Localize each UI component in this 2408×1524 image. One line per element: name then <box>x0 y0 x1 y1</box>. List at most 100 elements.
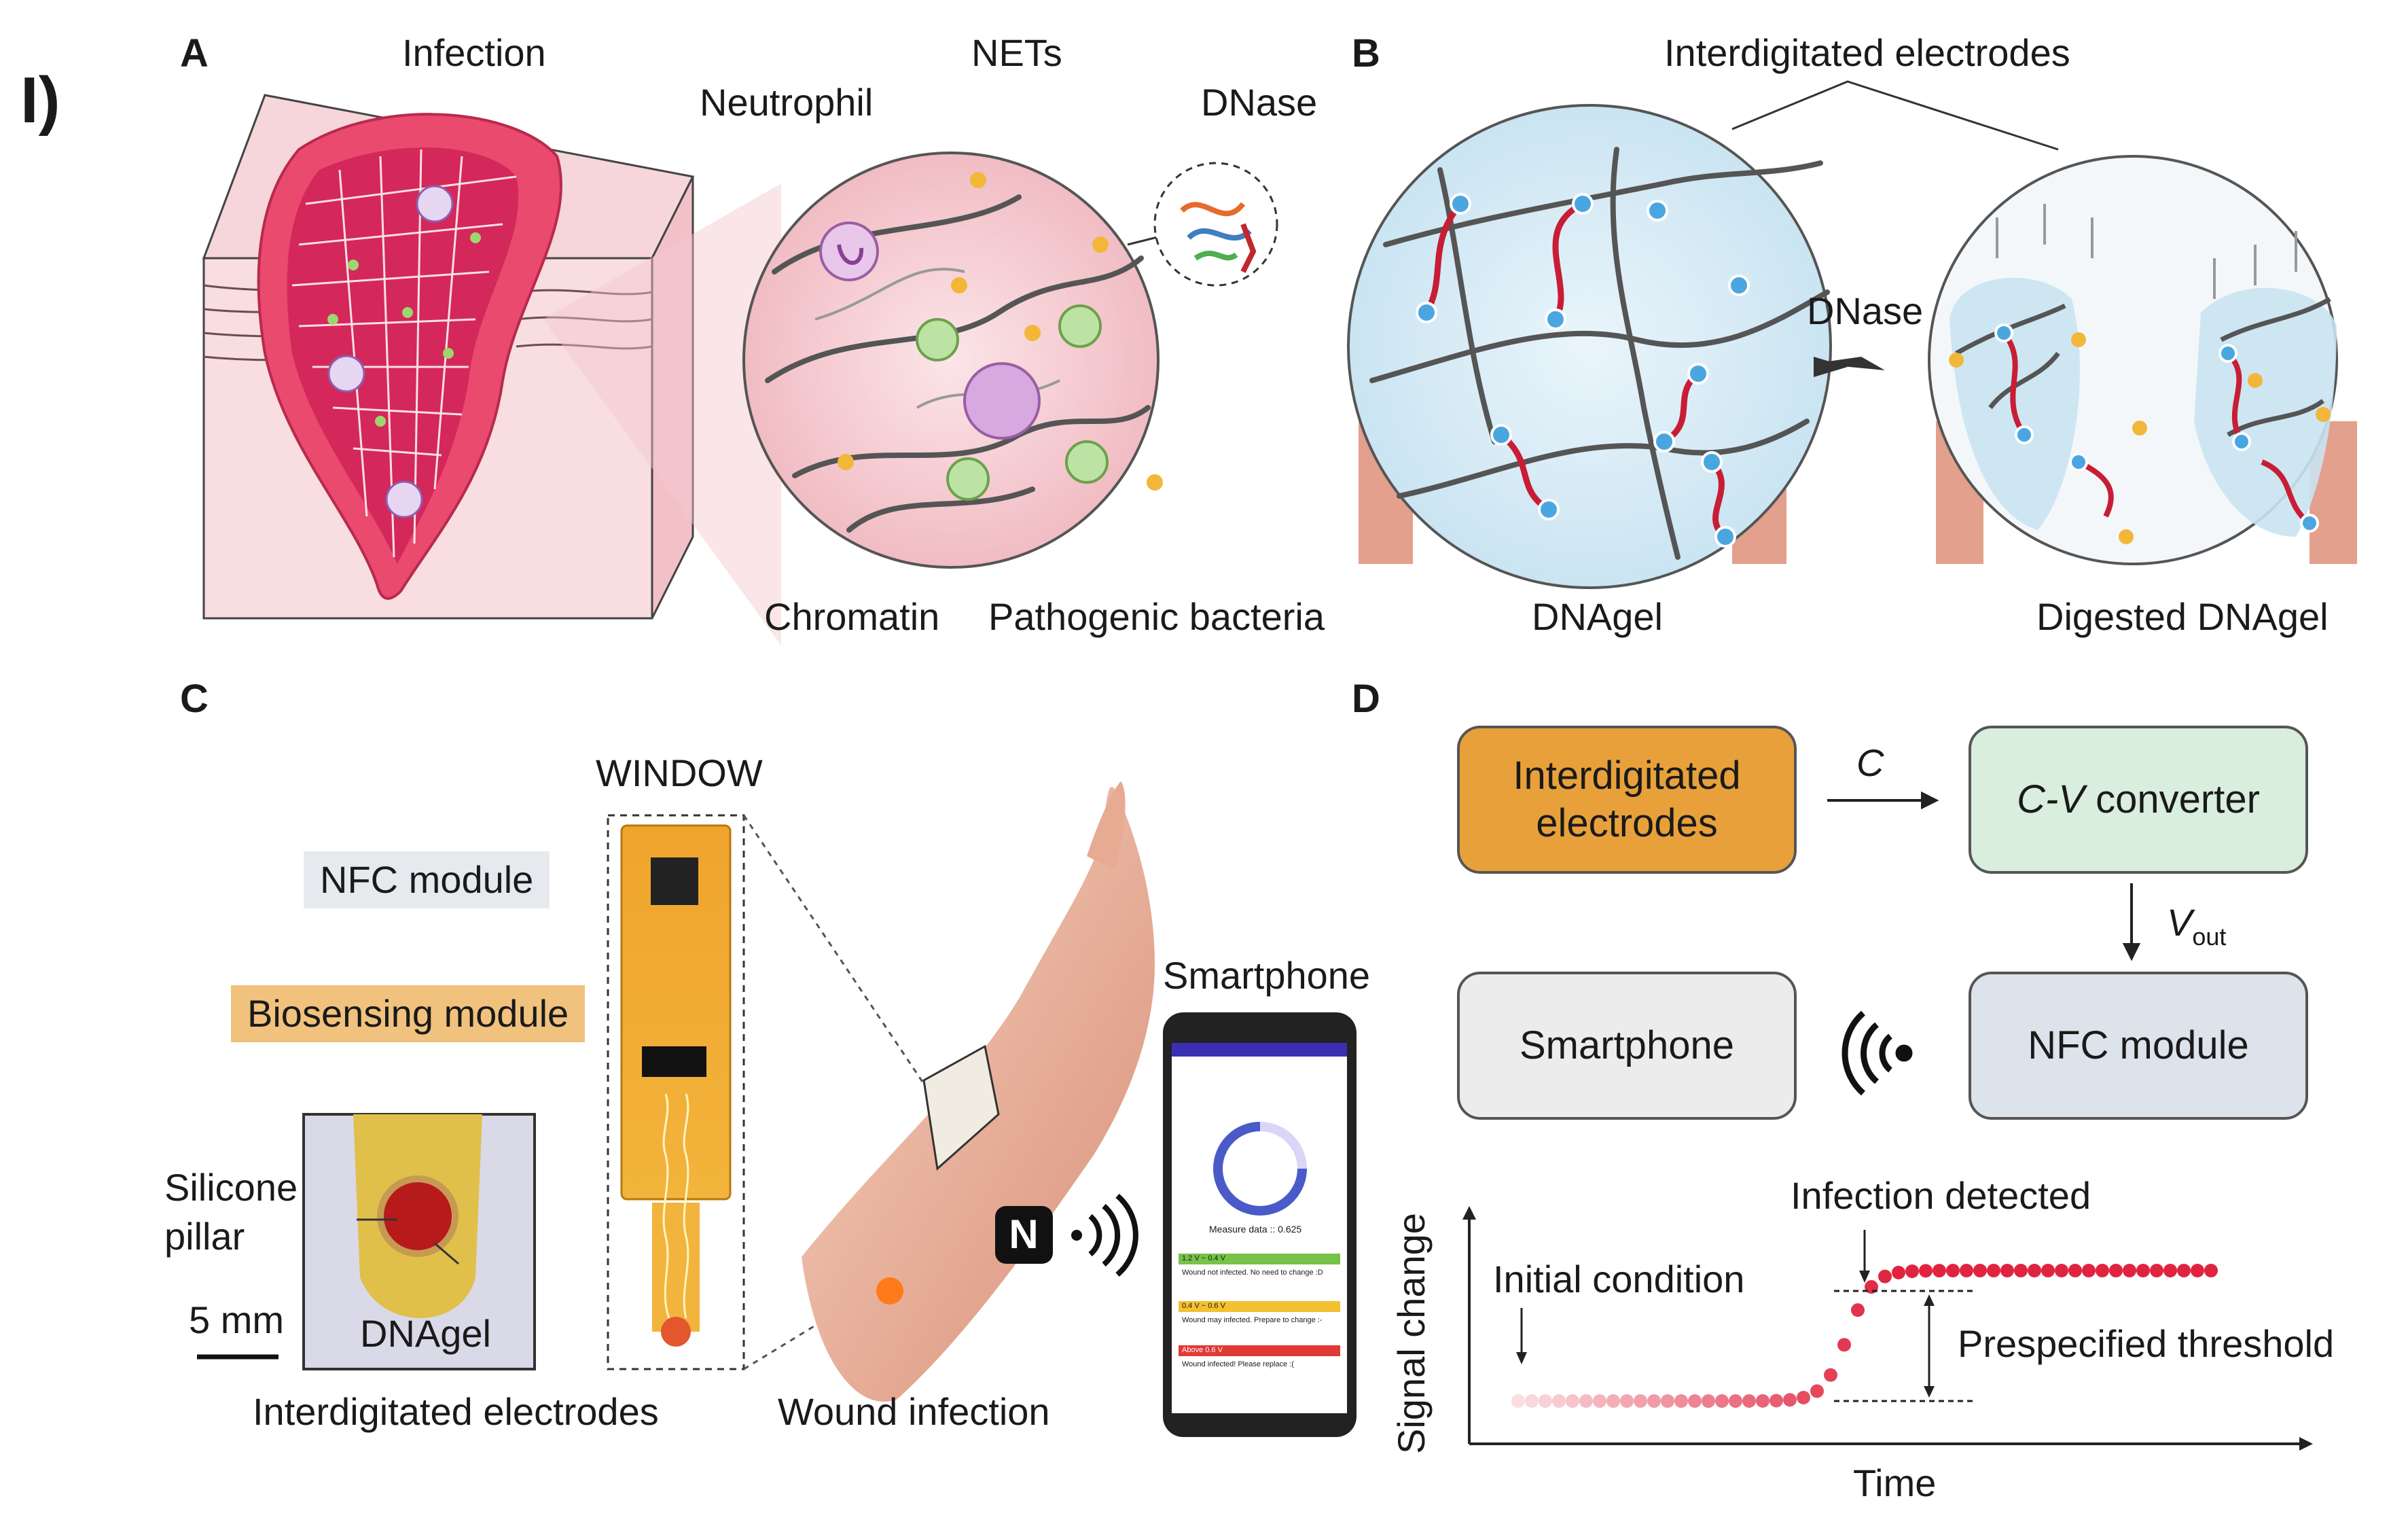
signal-dot <box>1539 1394 1552 1408</box>
label-scale-bar: 5 mm <box>189 1298 284 1341</box>
label-chromatin: Chromatin <box>764 595 940 638</box>
signal-dot <box>2150 1264 2163 1277</box>
signal-dot <box>1837 1338 1851 1352</box>
arm-illustration <box>802 781 1155 1402</box>
box-cv-italic: C-V <box>2017 777 2085 822</box>
signal-dot <box>2055 1264 2068 1277</box>
patch-device <box>607 814 745 1370</box>
signal-dot <box>1783 1393 1797 1407</box>
figure-label: I) <box>20 64 60 137</box>
silicone-pillar-photo <box>302 1113 536 1370</box>
signal-dot <box>2068 1264 2082 1277</box>
signal-dot <box>1960 1264 1973 1278</box>
label-silicone: Silicone <box>164 1166 298 1209</box>
phone-green-range: 1.2 V ~ 0.4 V <box>1182 1254 1225 1262</box>
label-prespecified-threshold: Prespecified threshold <box>1958 1322 2335 1365</box>
box-cv-converter: C-V converter <box>1969 726 2308 874</box>
phone-red-msg: Wound infected! Please replace :( <box>1182 1360 1294 1368</box>
signal-dot <box>1606 1394 1620 1408</box>
label-interdigitated-electrodes-c: Interdigitated electrodes <box>253 1390 659 1433</box>
label-time: Time <box>1853 1461 1937 1504</box>
nets-magnified-circle <box>742 152 1278 569</box>
tissue-block <box>202 94 695 620</box>
svg-text:N: N <box>1009 1211 1038 1257</box>
signal-dots <box>1511 1264 2218 1408</box>
signal-dot <box>1525 1394 1539 1408</box>
label-arrow-c: C <box>1856 741 1884 784</box>
label-infection-detected: Infection detected <box>1791 1174 2091 1217</box>
signal-dot <box>1756 1394 1769 1408</box>
label-signal-change: Signal change <box>1390 1213 1433 1454</box>
signal-dot <box>1919 1264 1933 1278</box>
label-interdigitated-electrodes-b: Interdigitated electrodes <box>1664 31 2070 74</box>
wireless-icon <box>1841 1010 1913 1096</box>
signal-plot <box>1462 1206 2313 1451</box>
box-nfc-module: NFC module <box>1969 972 2308 1120</box>
nfc-signal-icon: N <box>995 1193 1138 1277</box>
vout-v: V <box>2167 901 2193 944</box>
signal-dot <box>1878 1269 1892 1283</box>
panel-letter-c: C <box>180 677 209 721</box>
label-pathogenic-bacteria: Pathogenic bacteria <box>988 595 1325 638</box>
label-window: WINDOW <box>596 751 763 794</box>
signal-dot <box>1674 1394 1688 1408</box>
digested-dnagel-circle <box>1928 155 2357 565</box>
panel-letter-b: B <box>1352 31 1380 75</box>
label-dnagel-c: DNAgel <box>360 1312 491 1355</box>
smartphone-device <box>1163 1012 1356 1437</box>
signal-dot <box>1593 1394 1606 1408</box>
signal-dot <box>2028 1264 2041 1277</box>
label-dnase-b: DNase <box>1807 289 1924 332</box>
signal-dot <box>1634 1394 1647 1408</box>
box-nfc-label: NFC module <box>2028 1023 2249 1068</box>
signal-dot <box>1688 1394 1702 1408</box>
signal-dot <box>2082 1264 2096 1277</box>
box-smartphone-label: Smartphone <box>1520 1023 1734 1068</box>
signal-dot <box>1715 1394 1729 1408</box>
signal-dot <box>1566 1394 1579 1408</box>
signal-dot <box>1769 1394 1783 1408</box>
label-initial-condition: Initial condition <box>1493 1258 1745 1300</box>
signal-dot <box>1851 1303 1865 1317</box>
phone-green-msg: Wound not infected. No need to change :D <box>1182 1269 1323 1277</box>
signal-dot <box>2136 1264 2150 1277</box>
signal-dot <box>2041 1264 2055 1277</box>
box-smartphone: Smartphone <box>1457 972 1797 1120</box>
signal-dot <box>1892 1265 1905 1279</box>
label-digested-dnagel: Digested DNAgel <box>2036 595 2329 638</box>
label-dnase-a: DNase <box>1201 81 1318 124</box>
signal-dot <box>2204 1264 2218 1277</box>
signal-dot <box>1797 1390 1810 1404</box>
signal-dot <box>1661 1394 1674 1408</box>
signal-dot <box>1702 1394 1715 1408</box>
label-dnagel: DNAgel <box>1532 595 1663 638</box>
vout-sub: out <box>2192 923 2227 951</box>
phone-red-range: Above 0.6 V <box>1182 1346 1223 1354</box>
signal-dot <box>2177 1264 2191 1277</box>
phone-measure-text: Measure data :: 0.625 <box>1209 1224 1302 1235</box>
signal-dot <box>2109 1264 2123 1277</box>
panel-letter-d: D <box>1352 677 1380 721</box>
signal-dot <box>1905 1264 1919 1278</box>
signal-dot <box>1511 1394 1525 1408</box>
signal-dot <box>1647 1394 1661 1408</box>
signal-dot <box>1987 1264 2000 1278</box>
label-vout: Vout <box>2167 904 2226 949</box>
label-smartphone-c: Smartphone <box>1163 954 1371 997</box>
label-pillar: pillar <box>164 1215 245 1258</box>
phone-yellow-msg: Wound may infected. Prepare to change :- <box>1182 1316 1323 1324</box>
label-nfc-module-c: NFC module <box>304 851 550 908</box>
signal-dot <box>2123 1264 2136 1277</box>
box-electrodes-line1: Interdigitated <box>1513 754 1741 798</box>
phone-yellow-range: 0.4 V ~ 0.6 V <box>1182 1302 1225 1310</box>
signal-dot <box>2191 1264 2204 1277</box>
label-wound-infection: Wound infection <box>778 1390 1050 1433</box>
signal-dot <box>1810 1384 1824 1398</box>
signal-dot <box>1824 1368 1837 1382</box>
panel-letter-a: A <box>180 31 209 75</box>
signal-dot <box>1742 1394 1756 1408</box>
label-nets: NETs <box>971 31 1062 74</box>
signal-dot <box>1973 1264 1987 1278</box>
